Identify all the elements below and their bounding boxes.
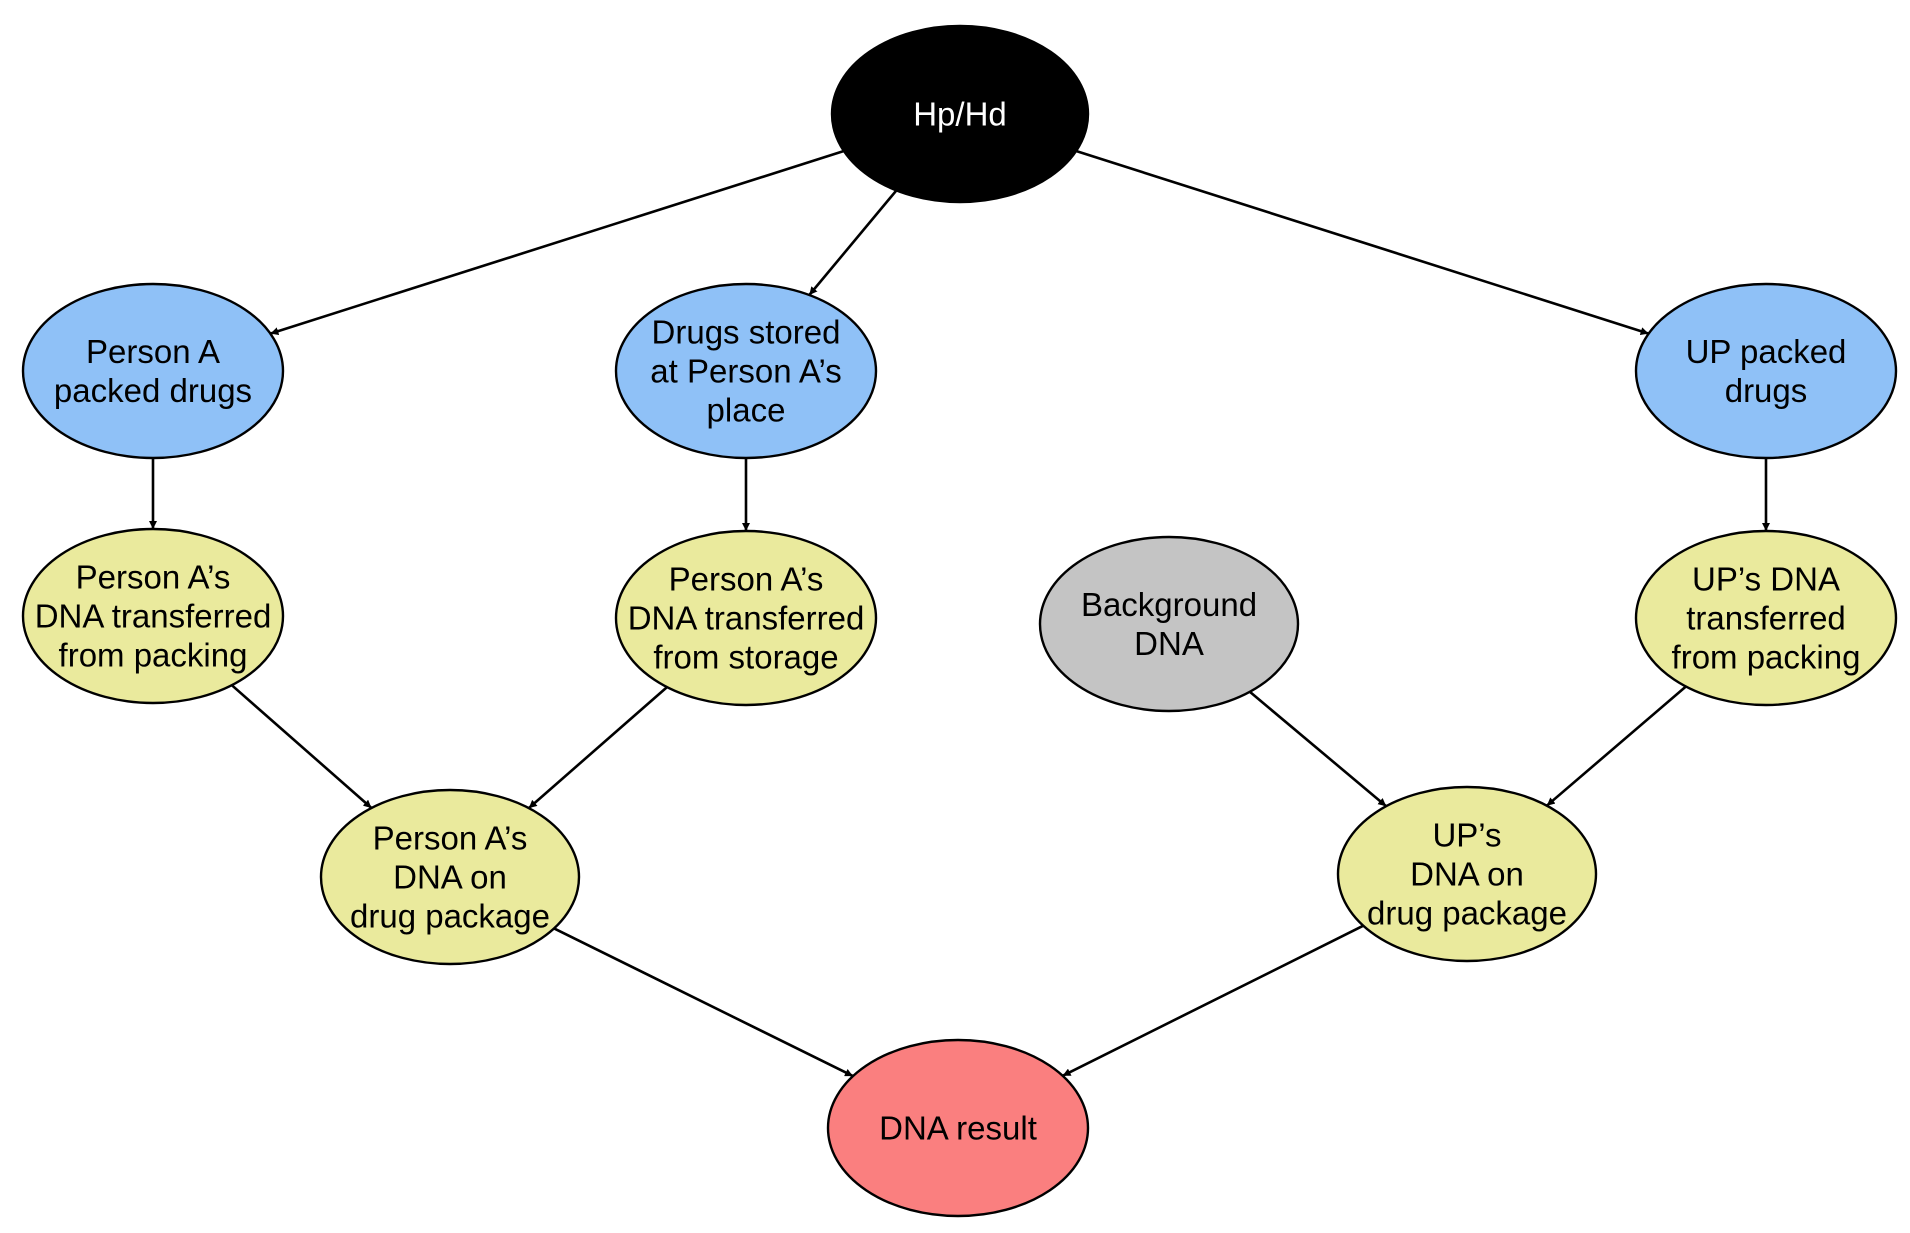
node-up-dna-packing-label-line-3: from packing xyxy=(1672,639,1861,676)
edge-hp-hd-to-up-packed xyxy=(1075,149,1649,335)
node-a-dna-storage-label-line-3: from storage xyxy=(653,639,838,676)
edges-layer xyxy=(149,149,1770,1078)
node-background-dna-label-line-2: DNA xyxy=(1134,625,1204,662)
node-up-dna-packing-ellipse xyxy=(1634,529,1898,707)
edge-hp-hd-to-person-a-packed xyxy=(270,149,845,335)
node-up-packed-ellipse xyxy=(1634,282,1898,460)
node-a-dna-storage-label-line-2: DNA transferred xyxy=(628,600,865,637)
node-hp-hd-label-line-1: Hp/Hd xyxy=(913,96,1007,133)
node-person-a-packed-label-line-2: packed drugs xyxy=(54,372,252,409)
node-drugs-stored-label-line-2: at Person A’s xyxy=(650,353,841,390)
node-up-dna-package-label-line-1: UP’s xyxy=(1432,817,1501,854)
node-dna-result-ellipse xyxy=(826,1038,1090,1218)
node-background-dna-ellipse xyxy=(1038,535,1300,713)
edge-a-dna-package-to-dna-result xyxy=(553,927,854,1078)
node-a-dna-package-label-line-1: Person A’s xyxy=(373,820,528,857)
edge-a-dna-packing-to-a-dna-package xyxy=(230,684,373,809)
node-a-dna-storage-ellipse xyxy=(614,529,878,707)
node-a-dna-packing-label-line-1: Person A’s xyxy=(76,559,231,596)
edge-hp-hd-to-drugs-stored xyxy=(808,189,898,296)
node-up-dna-packing-label-line-2: transferred xyxy=(1686,600,1846,637)
node-hp-hd: Hp/Hd xyxy=(830,24,1090,204)
edge-up-dna-package-to-dna-result xyxy=(1062,924,1364,1077)
node-a-dna-packing-label-line-2: DNA transferred xyxy=(35,598,272,635)
edge-up-dna-packing-to-up-dna-package xyxy=(1545,685,1687,807)
node-up-dna-package-label-line-3: drug package xyxy=(1367,895,1567,932)
node-a-dna-package-label-line-2: DNA on xyxy=(393,859,507,896)
edge-a-dna-storage-to-a-dna-package xyxy=(527,686,668,810)
node-dna-result: DNA result xyxy=(826,1038,1090,1218)
node-up-packed-label-line-2: drugs xyxy=(1725,372,1808,409)
node-background-dna-label-line-1: Background xyxy=(1081,586,1257,623)
node-a-dna-package-label-line-3: drug package xyxy=(350,898,550,935)
node-person-a-packed-ellipse xyxy=(21,282,285,460)
node-a-dna-package-ellipse xyxy=(319,788,581,966)
node-a-dna-packing-label-line-3: from packing xyxy=(59,637,248,674)
node-a-dna-packing-ellipse xyxy=(21,527,285,705)
node-up-dna-packing-label-line-1: UP’s DNA xyxy=(1692,561,1840,598)
node-up-packed-label-line-1: UP packed xyxy=(1686,333,1847,370)
node-up-dna-package-ellipse xyxy=(1336,785,1598,963)
node-drugs-stored-label-line-1: Drugs stored xyxy=(652,314,841,351)
edge-background-dna-to-up-dna-package xyxy=(1248,690,1388,808)
node-person-a-packed-label-line-1: Person A xyxy=(86,333,220,370)
node-drugs-stored-ellipse xyxy=(614,282,878,460)
node-up-dna-package-label-line-2: DNA on xyxy=(1410,856,1524,893)
node-dna-result-label-line-1: DNA result xyxy=(879,1110,1037,1147)
node-a-dna-storage-label-line-1: Person A’s xyxy=(669,561,824,598)
node-hp-hd-ellipse xyxy=(830,24,1090,204)
node-drugs-stored-label-line-3: place xyxy=(707,392,786,429)
